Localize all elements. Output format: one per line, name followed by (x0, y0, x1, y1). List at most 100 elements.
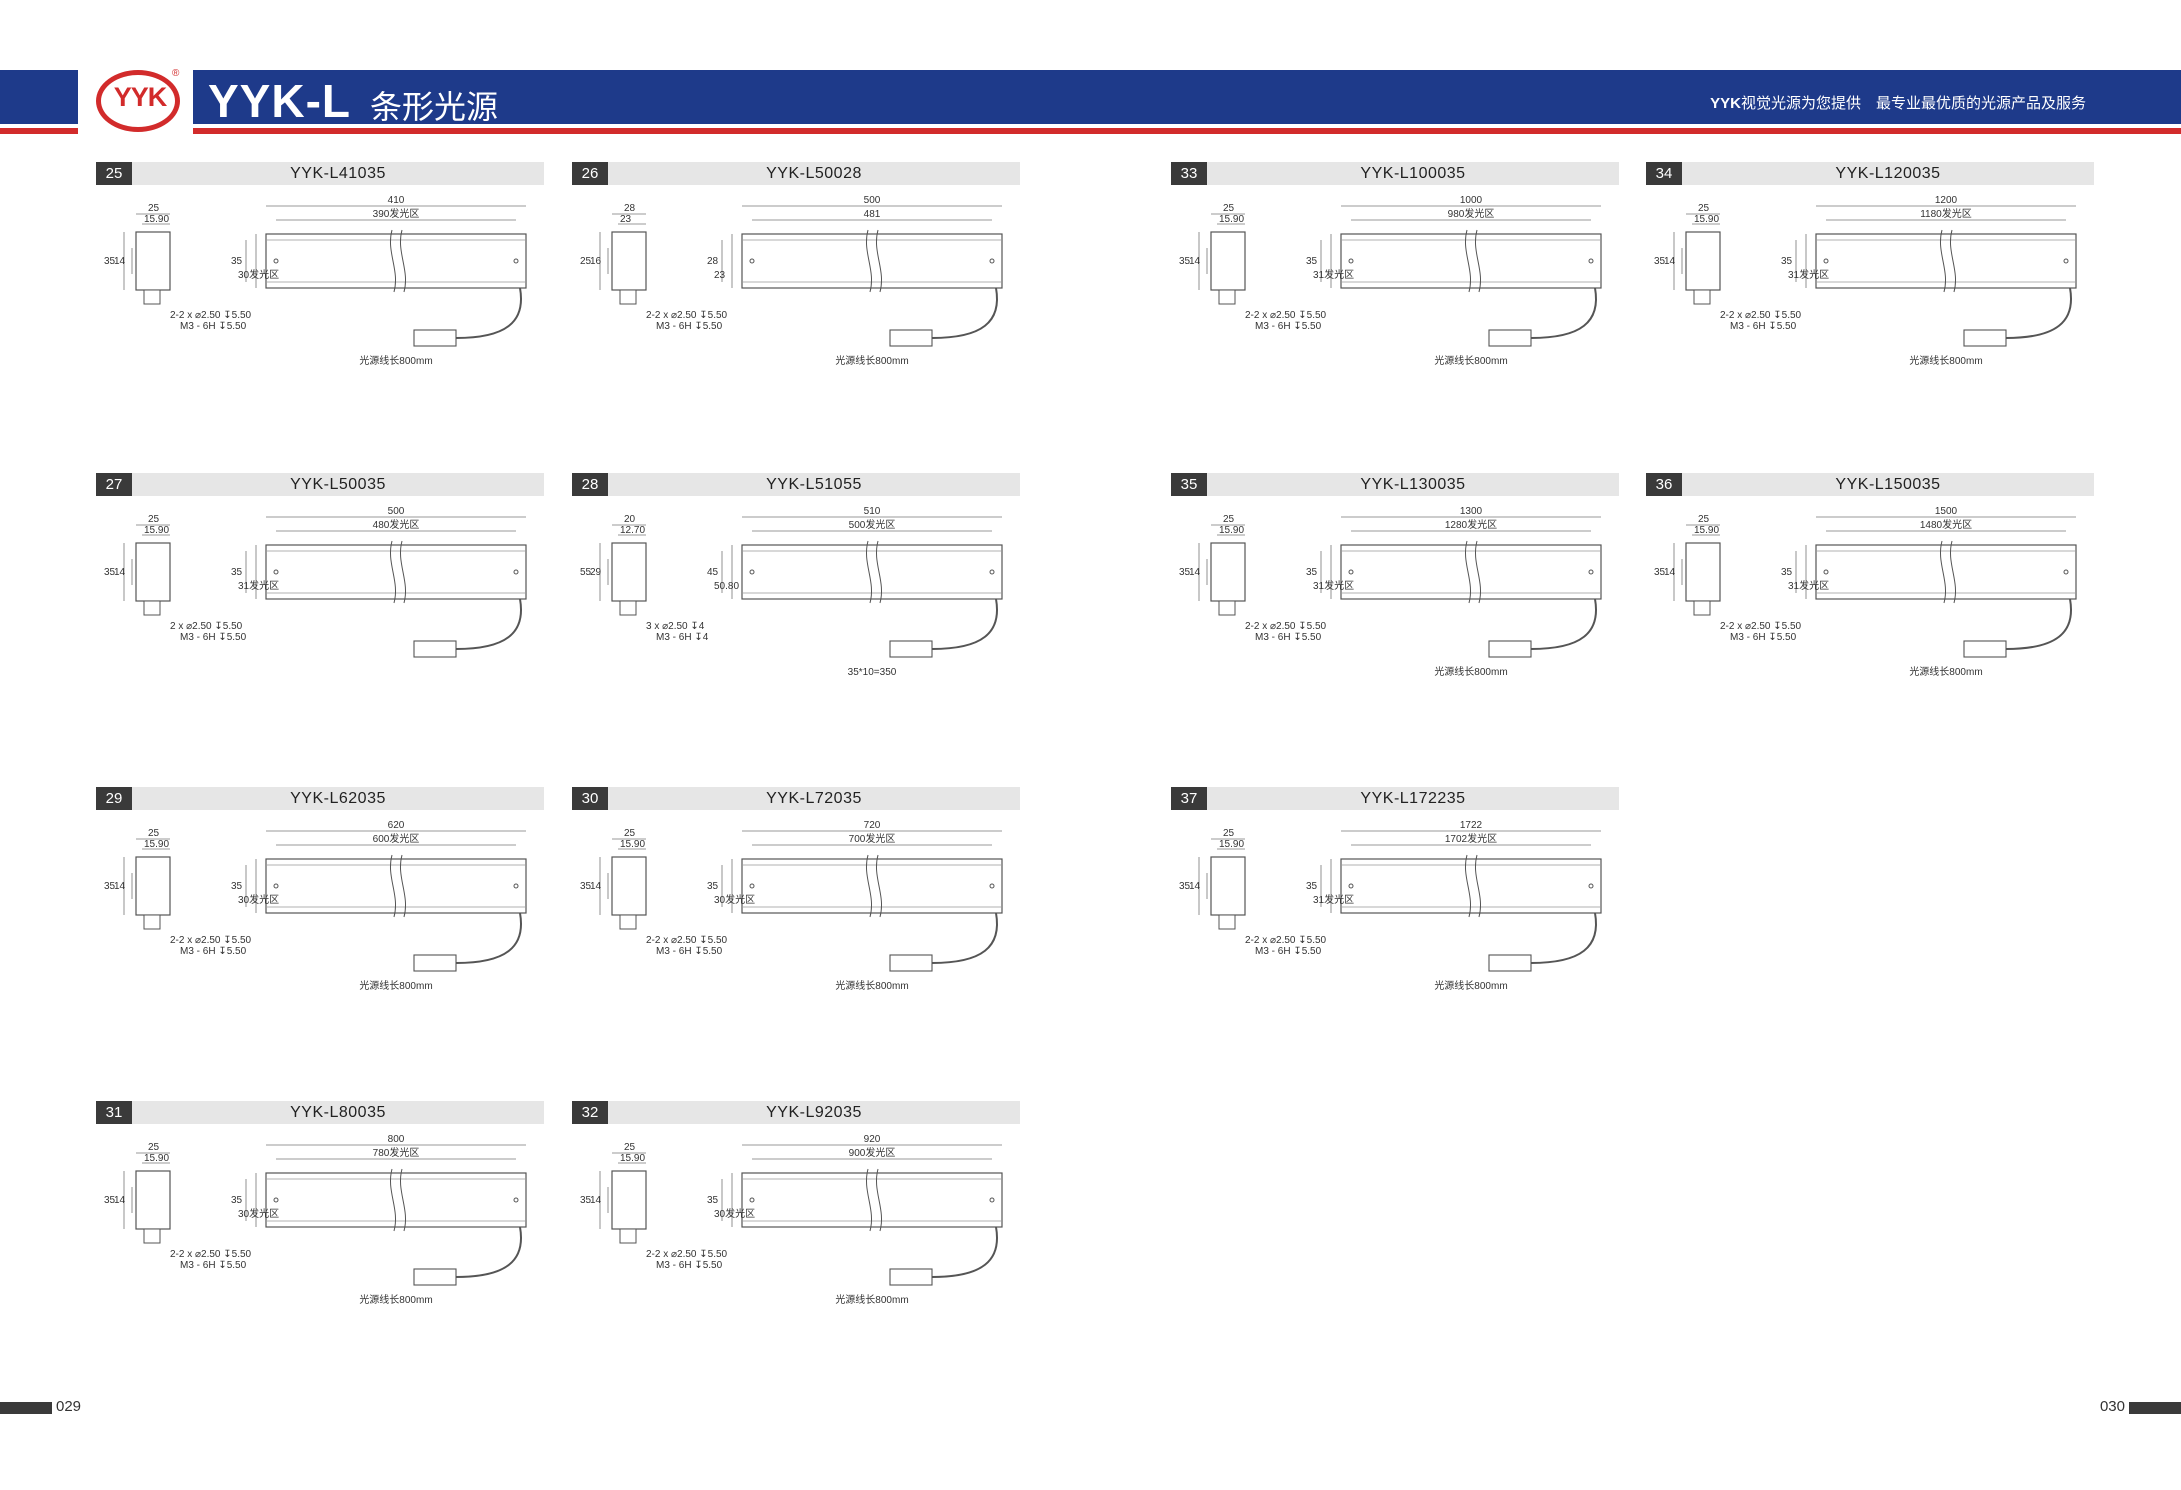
dim-side-center: 14 (1189, 567, 1201, 578)
dim-total-length: 500 (864, 195, 881, 206)
side-profile (1210, 231, 1246, 291)
product-number: 31 (96, 1101, 132, 1124)
dim-side-height: 55 (580, 567, 592, 578)
dim-side-width: 25 (624, 828, 636, 839)
plug-icon (413, 640, 457, 658)
dim-thread-spec: M3 - 6H ↧5.50 (180, 632, 247, 643)
connector-icon (143, 289, 161, 305)
side-profile (1210, 856, 1246, 916)
connector-icon (1218, 289, 1236, 305)
dim-total-length: 720 (864, 820, 881, 831)
dim-cable-length: 光源线长800mm (359, 979, 432, 992)
product-model: YYK-L172235 (1360, 790, 1466, 807)
dim-bar-emit: 30发光区 (238, 1207, 279, 1220)
page-number-right: 030 (2099, 1398, 2125, 1415)
dim-side-width: 25 (624, 1142, 636, 1153)
dim-side-inner: 15.90 (1219, 214, 1244, 225)
dim-side-inner: 15.90 (1694, 214, 1719, 225)
side-profile (135, 542, 171, 602)
product-model: YYK-L120035 (1835, 165, 1941, 182)
dim-side-inner: 15.90 (144, 525, 169, 536)
dim-total-length: 800 (388, 1134, 405, 1145)
dim-cable-length: 光源线长800mm (835, 354, 908, 367)
header-slogan: YYK视觉光源为您提供 最专业最优质的光源产品及服务 (1710, 92, 2086, 113)
connector-icon (619, 1228, 637, 1244)
dim-screw-spec: 2-2 x ⌀2.50 ↧5.50 (170, 1249, 252, 1260)
side-profile (611, 856, 647, 916)
break-line-icon (866, 854, 882, 918)
dim-total-length: 500 (388, 506, 405, 517)
product-model: YYK-L150035 (1835, 476, 1941, 493)
dim-bar-emit: 23 (714, 270, 726, 281)
dim-side-inner: 15.90 (620, 839, 645, 850)
header-red-line (0, 128, 2181, 134)
dim-side-width: 25 (148, 1142, 160, 1153)
cable-icon (2005, 287, 2072, 339)
product-model: YYK-L72035 (766, 790, 862, 807)
cable-icon (1530, 287, 1597, 339)
dim-screw-spec: 2 x ⌀2.50 ↧5.50 (170, 621, 243, 632)
dim-bar-height: 35 (707, 1195, 719, 1206)
dim-emitting-length: 900发光区 (849, 1146, 896, 1159)
side-profile (135, 856, 171, 916)
dim-bar-height: 45 (707, 567, 719, 578)
connector-icon (143, 600, 161, 616)
dim-side-width: 20 (624, 514, 636, 525)
dim-side-center: 14 (1664, 256, 1676, 267)
dim-side-height: 35 (104, 1195, 116, 1206)
dim-side-height: 35 (1179, 256, 1191, 267)
dim-bar-height: 35 (1781, 567, 1793, 578)
cable-icon (931, 598, 998, 650)
side-profile (1685, 231, 1721, 291)
product-number: 28 (572, 473, 608, 496)
side-profile (611, 231, 647, 291)
connector-icon (1218, 914, 1236, 930)
plug-icon (1488, 329, 1532, 347)
dim-screw-spec: 2-2 x ⌀2.50 ↧5.50 (646, 310, 728, 321)
product-number: 37 (1171, 787, 1207, 810)
product-number: 34 (1646, 162, 1682, 185)
dim-side-inner: 12.70 (620, 525, 645, 536)
dim-bar-emit: 31发光区 (1788, 579, 1829, 592)
product-model: YYK-L50035 (290, 476, 386, 493)
break-line-icon (1940, 540, 1956, 604)
dim-cable-length: 35*10=350 (848, 667, 897, 678)
dim-side-width: 25 (1223, 828, 1235, 839)
cable-icon (931, 912, 998, 964)
break-line-icon (390, 1168, 406, 1232)
side-profile (1685, 542, 1721, 602)
cable-icon (931, 287, 998, 339)
dim-bar-height: 35 (231, 567, 243, 578)
dim-screw-spec: 2-2 x ⌀2.50 ↧5.50 (170, 935, 252, 946)
product-number: 35 (1171, 473, 1207, 496)
dim-side-height: 35 (580, 1195, 592, 1206)
product-number: 26 (572, 162, 608, 185)
dim-bar-emit: 30发光区 (714, 893, 755, 906)
side-profile (135, 1170, 171, 1230)
side-profile (135, 231, 171, 291)
dim-side-center: 14 (590, 1195, 602, 1206)
dim-side-center: 14 (1189, 256, 1201, 267)
plug-icon (889, 329, 933, 347)
connector-icon (143, 1228, 161, 1244)
dim-screw-spec: 2-2 x ⌀2.50 ↧5.50 (170, 310, 252, 321)
